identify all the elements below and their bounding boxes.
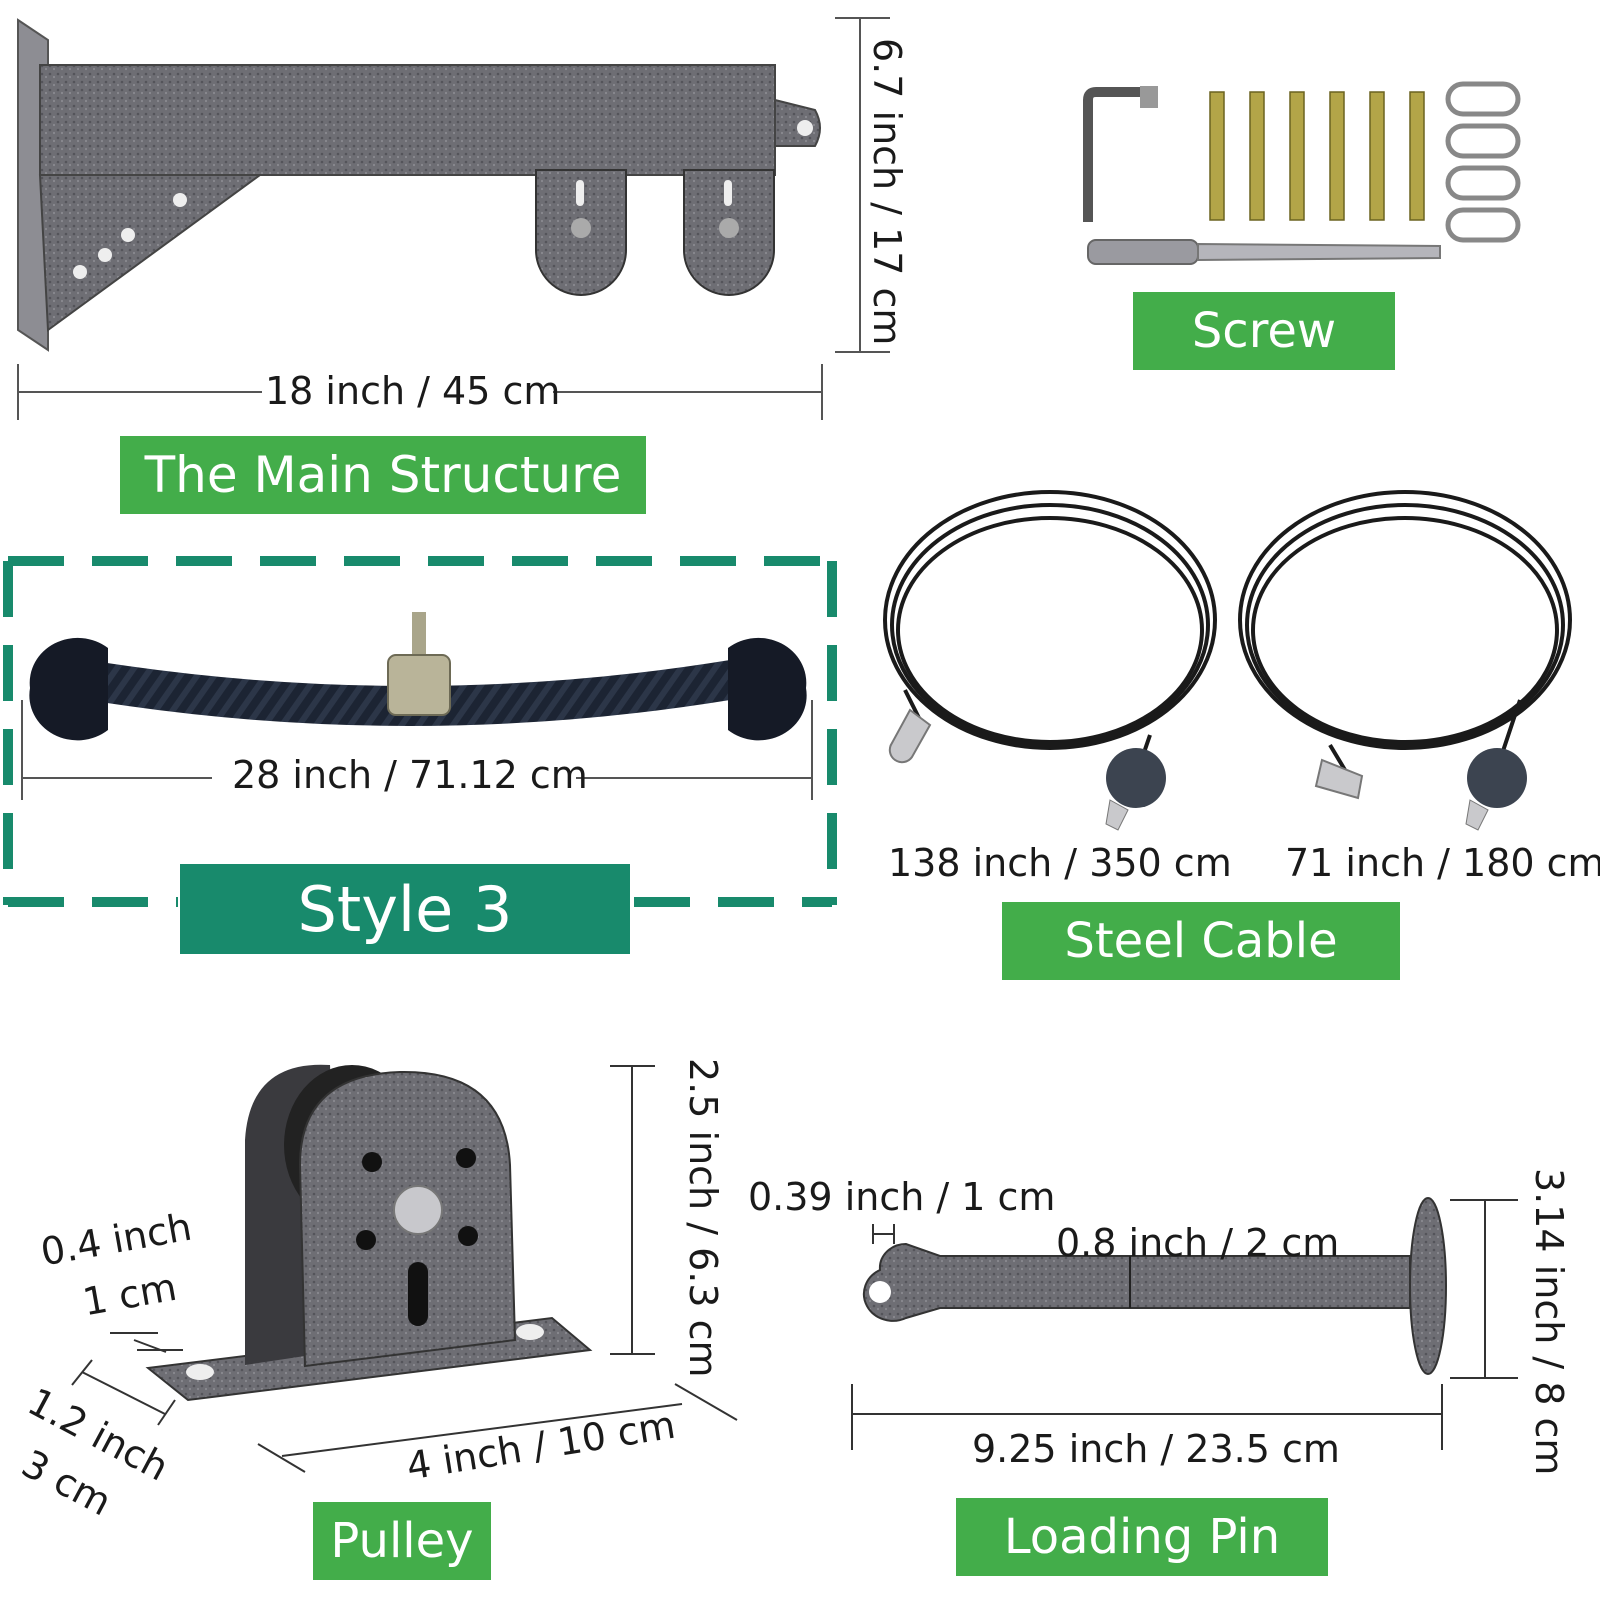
screw-label: Screw <box>1133 292 1395 370</box>
screw-kit <box>1083 81 1521 265</box>
steel-cables <box>883 490 1572 772</box>
loading-pin-diameter-dim: 0.8 inch / 2 cm <box>1056 1221 1340 1265</box>
main-structure-bracket <box>17 18 821 352</box>
main-structure-width-dim: 18 inch / 45 cm <box>265 369 561 413</box>
loading-pin-dimension-lines <box>851 1199 1518 1450</box>
steel-cable-label: Steel Cable <box>1002 902 1400 980</box>
rope-length-dim: 28 inch / 71.12 cm <box>232 753 588 797</box>
tricep-rope <box>3 556 837 907</box>
pulley-label: Pulley <box>313 1502 491 1580</box>
loading-pin-hole-dim: 0.39 inch / 1 cm <box>748 1175 1056 1219</box>
pulley-height-dim: 2.5 inch / 6.3 cm <box>681 1058 725 1378</box>
loading-pin-plate-dim: 3.14 inch / 8 cm <box>1527 1168 1571 1476</box>
loading-pin-label: Loading Pin <box>956 1498 1328 1576</box>
rope-dimension-lines <box>21 700 813 800</box>
main-structure-label: The Main Structure <box>120 436 646 514</box>
pulley-dimension-lines <box>71 1065 738 1473</box>
style-3-label: Style 3 <box>180 864 630 954</box>
main-structure-height-dim: 6.7 inch / 17 cm <box>865 38 909 346</box>
main-structure-dimension-lines <box>17 17 890 420</box>
cable-1-length-dim: 138 inch / 350 cm <box>888 841 1232 885</box>
loading-pin-length-dim: 9.25 inch / 23.5 cm <box>972 1427 1340 1471</box>
loading-pin <box>862 1197 1447 1375</box>
cable-2-length-dim: 71 inch / 180 cm <box>1285 841 1600 885</box>
pulley-block <box>145 1064 593 1402</box>
